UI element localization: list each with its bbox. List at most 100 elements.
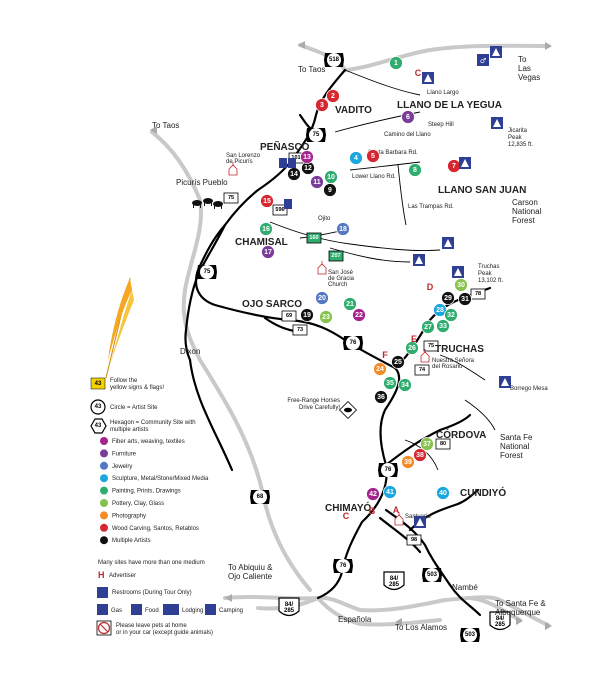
route-number: 75 (204, 269, 211, 275)
route-shield-r518: 518 (324, 53, 344, 67)
site-number: 33 (439, 323, 447, 330)
route-shield-r73a: 73 (292, 324, 308, 336)
site-number: 22 (355, 312, 363, 319)
advertiser-marker[interactable]: F (382, 350, 388, 360)
site-number: 42 (369, 491, 377, 498)
site-marker-41[interactable]: 41 (383, 485, 397, 499)
site-marker-14[interactable]: 14 (287, 167, 301, 181)
site-number: 3 (320, 102, 324, 109)
route-shield-r84b: 84/285 (383, 571, 405, 591)
advertiser-marker[interactable]: A (393, 505, 400, 515)
site-marker-27[interactable]: 27 (421, 320, 435, 334)
route-shield-r84a: 84/285 (278, 597, 300, 617)
site-marker-3[interactable]: 3 (315, 98, 329, 112)
site-marker-7[interactable]: 7 (447, 159, 461, 173)
site-marker-20[interactable]: 20 (315, 291, 329, 305)
site-marker-18[interactable]: 18 (336, 222, 350, 236)
site-number: 15 (263, 198, 271, 205)
site-number: 10 (327, 174, 335, 181)
route-number: 80 (440, 441, 446, 447)
camping-icon (490, 46, 502, 58)
site-marker-4[interactable]: 4 (349, 151, 363, 165)
site-number: 40 (439, 490, 447, 497)
site-marker-42[interactable]: 42 (366, 487, 380, 501)
site-marker-16[interactable]: 16 (259, 222, 273, 236)
road-520 (384, 413, 472, 467)
site-marker-37[interactable]: 37 (420, 437, 434, 451)
label-chamisal: CHAMISAL (235, 237, 288, 248)
site-marker-2[interactable]: 2 (326, 89, 340, 103)
legend-gas-text: Gas (111, 608, 122, 614)
site-marker-36[interactable]: 36 (374, 390, 388, 404)
svg-text:♂: ♂ (480, 57, 486, 65)
site-marker-17[interactable]: 17 (261, 245, 275, 259)
label-penasco: PEÑASCO (260, 140, 310, 153)
label-to-santa-fe: To Santa Fe &Albuquerque (495, 599, 546, 617)
label-llano-san-juan: LLANO SAN JUAN (438, 185, 526, 196)
route-number: 76 (385, 467, 392, 473)
road-75 (184, 223, 227, 362)
legend-item-photography: Photography (100, 511, 146, 520)
site-marker-22[interactable]: 22 (352, 308, 366, 322)
site-marker-19[interactable]: 19 (300, 308, 314, 322)
site-marker-30[interactable]: 30 (454, 278, 468, 292)
label-llano-largo: Llano Largo (427, 90, 459, 96)
site-marker-24[interactable]: 24 (373, 362, 387, 376)
site-marker-26[interactable]: 26 (405, 341, 419, 355)
site-marker-33[interactable]: 33 (436, 319, 450, 333)
site-number: 16 (262, 226, 270, 233)
site-marker-25[interactable]: 25 (391, 355, 405, 369)
site-marker-39[interactable]: 39 (401, 455, 415, 469)
legend-item-furniture: Furniture (100, 449, 137, 458)
site-marker-8[interactable]: 8 (408, 163, 422, 177)
legend-camping-text: Camping (219, 608, 243, 614)
legend-media-text: Fiber arts, weaving, textiles (112, 439, 185, 445)
site-marker-11[interactable]: 11 (310, 175, 324, 189)
site-marker-23[interactable]: 23 (319, 310, 333, 324)
advertiser-marker[interactable]: B (369, 506, 376, 516)
road-las-trampas (397, 164, 407, 226)
site-marker-10[interactable]: 10 (324, 170, 338, 184)
site-marker-1[interactable]: 1 (389, 56, 403, 70)
advertiser-marker[interactable]: C (343, 511, 350, 521)
site-number: 23 (322, 314, 330, 321)
advertiser-marker[interactable]: C (415, 68, 422, 78)
legend-media-text: Multiple Artists (112, 538, 151, 544)
advertiser-marker[interactable]: D (427, 282, 434, 292)
gas-icon (97, 604, 108, 615)
site-marker-38[interactable]: 38 (413, 448, 427, 462)
site-marker-35[interactable]: 35 (383, 376, 397, 390)
site-marker-29[interactable]: 29 (441, 291, 455, 305)
site-marker-40[interactable]: 40 (436, 486, 450, 500)
advertiser-marker[interactable]: E (411, 334, 417, 344)
site-marker-9[interactable]: 9 (323, 183, 337, 197)
site-number: 5 (371, 153, 375, 160)
route-number: 84/285 (389, 576, 400, 588)
site-marker-21[interactable]: 21 (343, 297, 357, 311)
site-marker-34[interactable]: 34 (398, 378, 412, 392)
site-marker-13[interactable]: 13 (300, 150, 314, 164)
site-marker-15[interactable]: 15 (260, 194, 274, 208)
label-espanola: Española (338, 615, 372, 624)
site-number: 25 (394, 359, 402, 366)
site-number: 2 (331, 93, 335, 100)
site-marker-6[interactable]: 6 (401, 110, 415, 124)
site-marker-32[interactable]: 32 (444, 308, 458, 322)
road-207 (329, 247, 411, 263)
route-number: 518 (329, 57, 340, 63)
food-icon (284, 199, 292, 209)
highway-to-las-vegas (343, 43, 550, 72)
site-number: 17 (264, 249, 272, 256)
site-marker-31[interactable]: 31 (458, 292, 472, 306)
site-marker-5[interactable]: 5 (366, 149, 380, 163)
